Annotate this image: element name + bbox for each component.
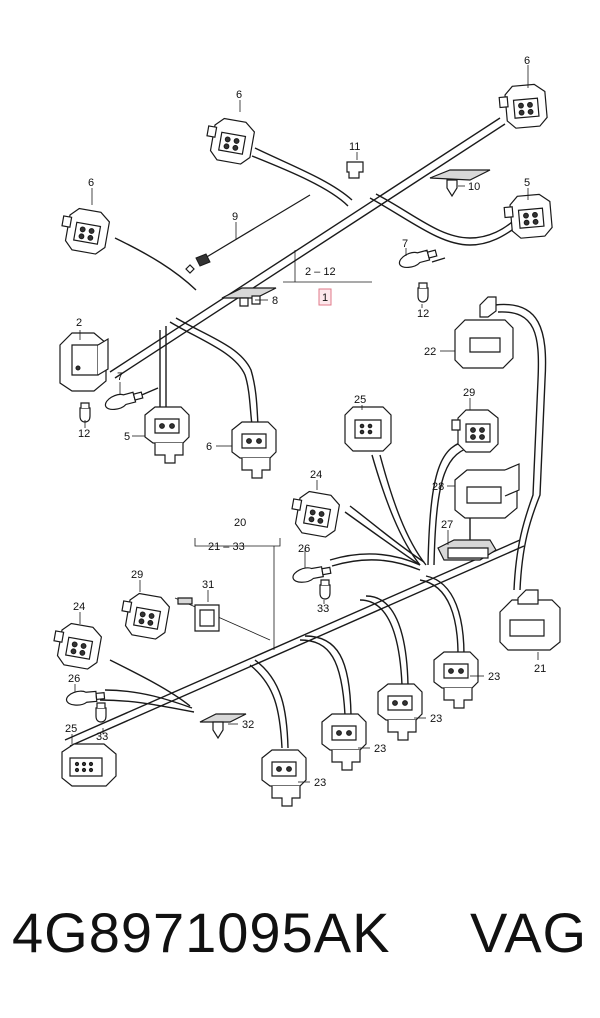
callout-23: 23 — [488, 671, 500, 683]
connector-5-right — [502, 192, 554, 240]
connector-6-middle — [231, 421, 277, 479]
connector-24-upper — [287, 488, 342, 540]
connector-23-b — [321, 713, 367, 771]
callout-11: 11 — [349, 141, 360, 153]
callout-12: 12 — [417, 308, 429, 320]
callout-27: 27 — [441, 519, 453, 531]
connector-22 — [454, 296, 514, 369]
callout-21-33: 21 – 33 — [208, 541, 245, 553]
connector-29-lower — [117, 590, 172, 642]
callout-2: 2 — [76, 317, 82, 329]
connector-21 — [499, 589, 561, 651]
clip-11 — [346, 161, 364, 179]
callout-1: 1 — [322, 292, 328, 304]
harness-wires — [64, 117, 547, 749]
bulb-33-upper — [319, 579, 331, 600]
callout-9: 9 — [232, 211, 238, 223]
callout-6: 6 — [236, 89, 242, 101]
grommet-27 — [437, 539, 497, 561]
connector-25-upper — [344, 406, 392, 452]
callout-2-12: 2 – 12 — [305, 266, 336, 278]
module-2 — [59, 332, 109, 392]
sensor-7-left — [102, 388, 145, 413]
cable-tie-9 — [185, 194, 311, 274]
callout-29: 29 — [131, 569, 143, 581]
callout-21: 21 — [534, 663, 546, 675]
bulb-12-upper — [417, 282, 429, 303]
connector-28 — [454, 463, 520, 519]
wiring-harness-diagram: 6 6 6 5 11 10 9 7 2 – 12 1 8 12 2 7 12 5… — [49, 55, 561, 807]
callout-6: 6 — [206, 441, 212, 453]
part-number: 4G8971095AK — [12, 901, 391, 964]
callout-7: 7 — [402, 238, 408, 250]
callout-1-highlight — [318, 288, 332, 306]
bulb-33-lower — [95, 702, 107, 723]
callout-32: 32 — [242, 719, 254, 731]
callout-8: 8 — [272, 295, 278, 307]
callout-5: 5 — [124, 431, 130, 443]
callout-23: 23 — [314, 777, 326, 789]
callout-23: 23 — [374, 743, 386, 755]
callout-24: 24 — [310, 469, 322, 481]
sensor-7-upper — [396, 246, 439, 271]
connector-24-lower — [49, 620, 104, 672]
callout-26: 26 — [298, 543, 310, 555]
callout-6: 6 — [88, 177, 94, 189]
callout-labels: 6 6 6 5 11 10 9 7 2 – 12 1 8 12 2 7 12 5… — [65, 55, 546, 789]
connector-6-left — [57, 205, 112, 257]
callout-22: 22 — [424, 346, 436, 358]
callout-33: 33 — [317, 603, 329, 615]
callout-24: 24 — [73, 601, 85, 613]
callout-31: 31 — [202, 579, 214, 591]
clip-31 — [177, 597, 220, 632]
callout-33: 33 — [96, 731, 108, 743]
connector-25-lower — [61, 743, 117, 787]
connector-23-d — [433, 651, 479, 709]
connector-5-left — [144, 406, 190, 464]
callout-7: 7 — [117, 371, 123, 383]
clip-8 — [221, 287, 277, 307]
connector-6-upper-left — [202, 115, 257, 167]
callout-12: 12 — [78, 428, 90, 440]
connector-29-upper — [451, 409, 499, 453]
connector-23-c — [377, 683, 423, 741]
callout-23: 23 — [430, 713, 442, 725]
connector-6-upper-right — [497, 82, 549, 130]
leader-lines — [71, 65, 539, 783]
callout-26: 26 — [68, 673, 80, 685]
connector-23-a — [261, 749, 307, 807]
callout-6: 6 — [524, 55, 530, 67]
clip-10 — [429, 169, 491, 198]
clip-32 — [199, 713, 247, 740]
brand-label: VAG — [470, 901, 588, 964]
callout-5: 5 — [524, 177, 530, 189]
callout-28: 28 — [432, 481, 444, 493]
bulb-12-lower — [79, 402, 91, 423]
callout-20: 20 — [234, 517, 246, 529]
callout-25: 25 — [65, 723, 77, 735]
callout-25: 25 — [354, 394, 366, 406]
callout-10: 10 — [468, 181, 480, 193]
callout-29: 29 — [463, 387, 475, 399]
